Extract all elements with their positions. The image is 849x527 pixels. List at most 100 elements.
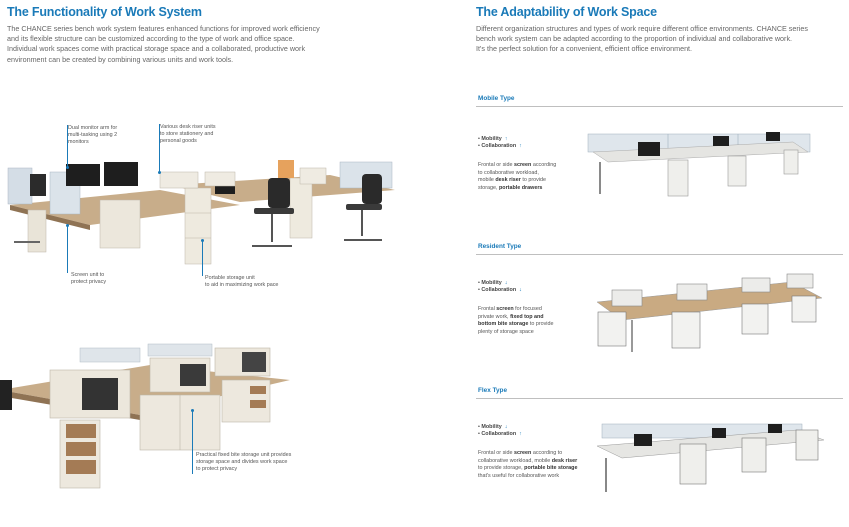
intro-line: Different organization structures and ty…: [476, 24, 808, 33]
callout-line: Practical fixed bite storage unit provid…: [196, 452, 292, 458]
collaboration-rating: • Collaboration↑: [478, 431, 522, 438]
intro-line: environment can be created by combining …: [7, 54, 234, 64]
description-line: mobile desk riser to provide: [478, 177, 588, 185]
description-emphasis: desk riser: [495, 177, 521, 184]
workstation-scene-bite: [0, 343, 290, 489]
collaboration-rating: • Collaboration↓: [478, 287, 522, 294]
flex-type-image: [596, 423, 825, 492]
description-emphasis: portable drawers: [498, 184, 543, 191]
arrow-down-icon: ↓: [504, 280, 508, 286]
type-heading-mobile: Mobile Type: [478, 95, 515, 102]
leader-line: [192, 410, 193, 474]
description-text: to provide: [520, 177, 547, 184]
callout-fixed-bite: Practical fixed bite storage unit provid…: [196, 452, 326, 472]
description-line: to provide storage, portable bite storag…: [478, 465, 593, 473]
type-divider: [476, 398, 843, 399]
mobility-rating: • Mobility↓: [478, 424, 508, 430]
intro-line: and its flexible structure can be custom…: [7, 34, 295, 44]
left-title: The Functionality of Work System: [7, 5, 202, 19]
leader-dot: [191, 409, 194, 412]
leader-dot: [66, 166, 69, 169]
description-emphasis: screen: [513, 162, 532, 168]
leader-dot: [201, 239, 204, 242]
description-text: storage,: [478, 184, 499, 191]
rating-block: • Mobility↑ • Collaboration↑: [478, 136, 522, 151]
callout-line: personal goods: [160, 137, 197, 144]
description-text: to provide: [528, 321, 554, 328]
leader-line: [202, 240, 203, 276]
leader-line: [67, 225, 68, 273]
callout-line: multi-tasking using 2: [68, 131, 118, 138]
description-text: Frontal or side: [478, 450, 514, 456]
description-line: Frontal or side screen according: [478, 162, 588, 170]
right-intro: Different organization structures and ty…: [476, 24, 846, 55]
description-text: according: [531, 162, 557, 168]
description-line: plenty of storage space: [478, 329, 588, 337]
intro-line: The CHANCE series bench work system feat…: [7, 24, 320, 33]
arrow-up-icon: ↑: [519, 431, 522, 438]
description-text: according to: [531, 450, 563, 456]
callout-line: to protect privacy: [196, 465, 238, 472]
callout-line: to store stationery and: [160, 130, 214, 137]
description-text: mobile: [478, 177, 496, 184]
callout-line: Portable storage unit: [205, 275, 255, 281]
description-text: Frontal or side: [478, 162, 514, 168]
intro-line: Individual work spaces come with practic…: [7, 44, 306, 54]
mobile-type-image: [587, 132, 811, 197]
description-line: collaborative workload, mobile desk rise…: [478, 458, 593, 466]
description-text: for focused: [513, 306, 542, 312]
description-text: private work,: [478, 313, 511, 320]
description-emphasis: screen: [513, 450, 532, 456]
leader-line: [67, 125, 68, 167]
rating-block: • Mobility↓ • Collaboration↓: [478, 280, 522, 295]
callout-monitor-arm: Dual monitor arm for multi-tasking using…: [68, 125, 128, 145]
right-title: The Adaptability of Work Space: [476, 5, 657, 19]
description-text: to collaborative workload,: [478, 169, 539, 176]
description-text: collaborative workload, mobile: [478, 457, 552, 464]
description-emphasis: fixed top and: [510, 313, 544, 320]
description-line: to collaborative workload,: [478, 170, 588, 178]
mobility-rating: • Mobility↓: [478, 280, 508, 286]
description-emphasis: screen: [496, 306, 514, 312]
arrow-down-icon: ↓: [504, 424, 508, 430]
type-divider: [476, 106, 843, 107]
description-text: Frontal: [478, 306, 497, 312]
callout-portable-storage: Portable storage unit to aid in maximizi…: [205, 275, 300, 289]
leader-line: [159, 124, 160, 172]
type-heading-resident: Resident Type: [478, 243, 522, 250]
callout-line: Dual monitor arm for: [68, 125, 118, 131]
collaboration-rating: • Collaboration↑: [478, 143, 522, 150]
description-line: bottom bite storage to provide: [478, 321, 588, 329]
description-text: plenty of storage space: [478, 328, 534, 335]
callout-line: storage space and divides work space: [196, 458, 288, 465]
leader-dot: [158, 171, 161, 174]
arrow-up-icon: ↑: [504, 136, 508, 142]
leader-dot: [66, 224, 69, 227]
type-divider: [476, 254, 843, 255]
callout-line: to aid in maximizing work pace: [205, 281, 279, 288]
description-line: Frontal screen for focused: [478, 306, 588, 314]
description-line: storage, portable drawers: [478, 185, 588, 193]
resident-type-image: [596, 273, 823, 352]
description-text: to provide storage,: [478, 465, 525, 472]
callout-line: monitors: [68, 138, 89, 145]
type-heading-flex: Flex Type: [478, 387, 508, 394]
intro-line: bench work system can be adapted accordi…: [476, 34, 793, 44]
description-emphasis: portable bite storage: [524, 465, 578, 472]
description-text: that's useful for collaborative work: [478, 472, 560, 479]
description-line: that's useful for collaborative work: [478, 473, 593, 481]
description-emphasis: desk riser: [551, 457, 578, 464]
intro-line: It's the perfect solution for a convenie…: [476, 44, 693, 54]
description-line: private work, fixed top and: [478, 314, 588, 322]
callout-line: protect privacy: [71, 278, 107, 285]
arrow-down-icon: ↓: [519, 287, 522, 294]
arrow-up-icon: ↑: [519, 143, 522, 150]
description-line: Frontal or side screen according to: [478, 450, 593, 458]
callout-line: Screen unit to: [71, 272, 105, 278]
description-emphasis: bottom bite storage: [478, 321, 529, 328]
callout-screen-unit: Screen unit to protect privacy: [71, 272, 131, 286]
mobility-rating: • Mobility↑: [478, 136, 508, 142]
